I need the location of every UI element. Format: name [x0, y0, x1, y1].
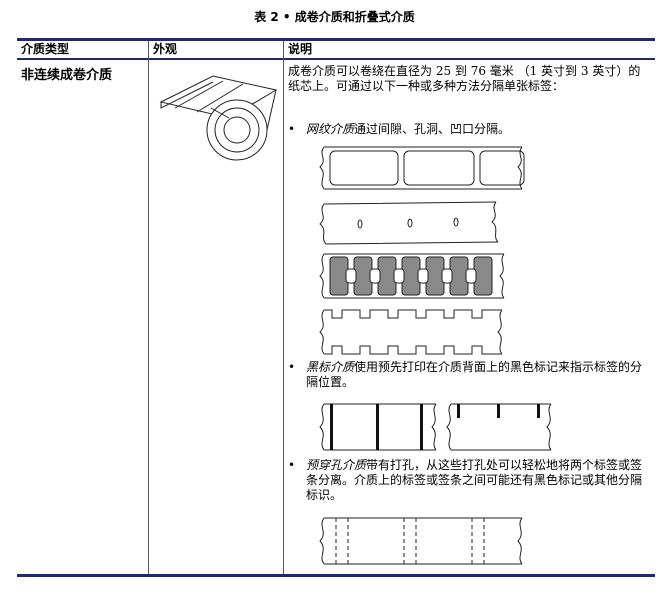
- bullet-term: 黑标介质: [306, 360, 355, 374]
- perforated-media-icon: [319, 517, 523, 565]
- table-caption: 表 2 • 成卷介质和折叠式介质: [254, 10, 415, 24]
- column-divider: [283, 41, 284, 574]
- label-roll-icon: [159, 75, 278, 161]
- media-description: 成卷介质可以卷绕在直径为 25 到 76 毫米 （1 英寸到 3 英寸）的纸芯上…: [288, 64, 641, 93]
- black-mark-media-icon: [446, 403, 552, 451]
- scallop-media-icon: [319, 309, 503, 355]
- bullet-text: 通过间隙、孔洞、凹口分隔。: [354, 122, 511, 136]
- black-bar-media-icon: [319, 403, 437, 451]
- bullet-black-mark-media: • 黑标介质使用预先打印在介质背面上的黑色标记来指示标签的分隔位置。: [288, 360, 650, 390]
- gap-media-icon: [319, 146, 525, 190]
- bullet-web-media: • 网纹介质通过间隙、孔洞、凹口分隔。: [288, 122, 650, 137]
- header-description: 说明: [288, 42, 313, 56]
- header-appearance: 外观: [153, 42, 178, 56]
- table-header-rule: [17, 58, 655, 60]
- bullet-dot: •: [288, 458, 296, 472]
- header-media-type: 介质类型: [21, 42, 70, 56]
- table-bottom-rule: [17, 574, 655, 577]
- bullet-text: 带有打孔，从这些打孔处可以轻松地将两个标签或签条分离。介质上的标签或签条之间可能…: [306, 458, 643, 502]
- bullet-term: 网纹介质: [306, 122, 355, 136]
- media-type-cell: 非连续成卷介质: [21, 68, 113, 83]
- bullet-term: 预穿孔介质: [306, 458, 367, 472]
- bullet-perforated-media: • 预穿孔介质带有打孔，从这些打孔处可以轻松地将两个标签或签条分离。介质上的标签…: [288, 458, 650, 503]
- table-top-rule: [17, 38, 655, 41]
- bullet-text: 使用预先打印在介质背面上的黑色标记来指示标签的分隔位置。: [306, 360, 643, 389]
- bullet-dot: •: [288, 360, 296, 374]
- bullet-dot: •: [288, 122, 296, 136]
- column-divider: [148, 41, 149, 574]
- hole-media-icon: [319, 201, 499, 245]
- notch-media-icon: [319, 253, 505, 299]
- media-table: 介质类型 外观 说明 非连续成卷介质 成卷介质可以卷绕在直径为 25 到 76 …: [17, 38, 655, 578]
